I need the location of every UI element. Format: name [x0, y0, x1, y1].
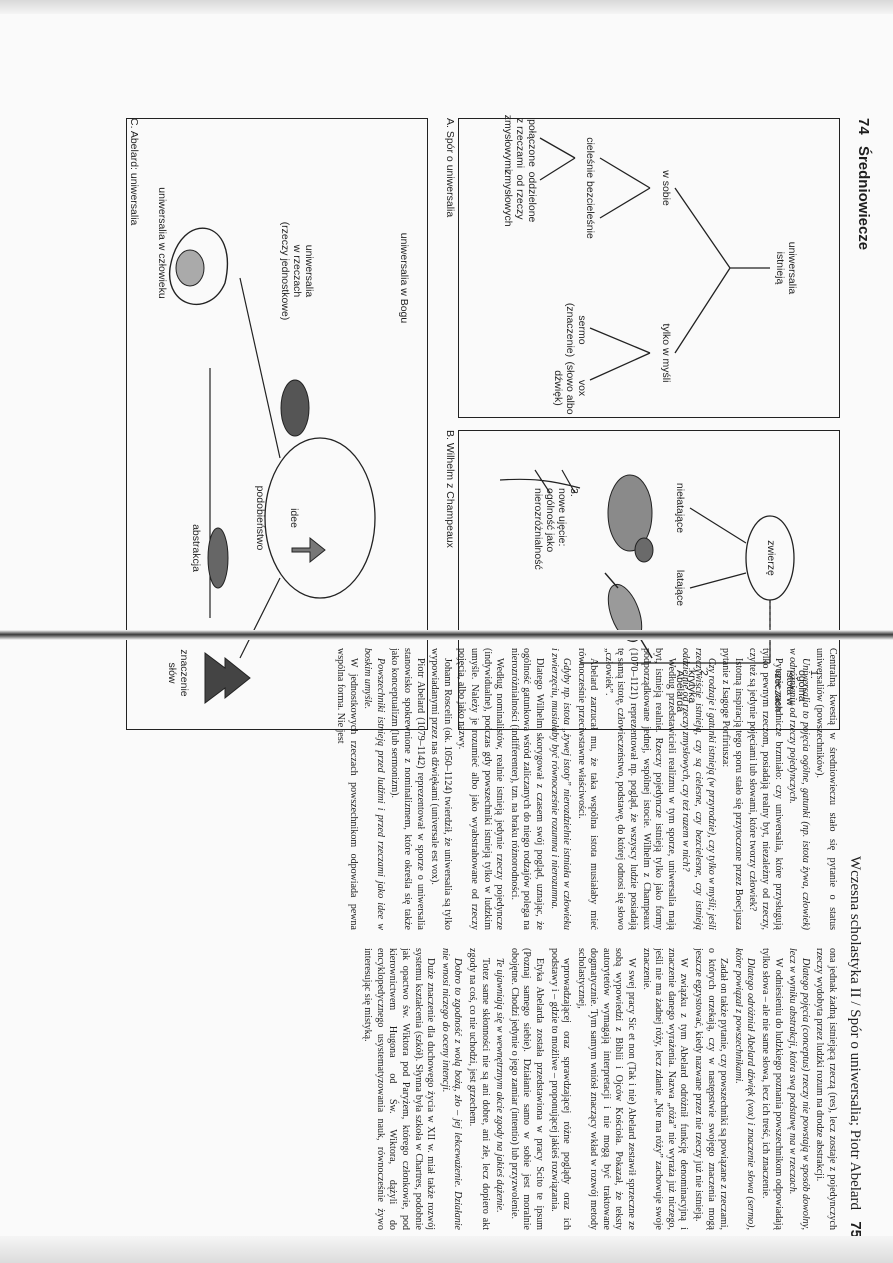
diagram-c-god: uniwersalia w Bogu: [398, 232, 410, 324]
diagram-c-ideas: idee: [288, 508, 300, 528]
scan-edge-bottom: [0, 1236, 893, 1263]
paragraph: Dlatego Wilhelm skorygował z czasem swój…: [508, 648, 545, 930]
paragraph: W związku z tym Abelard odróżnił funkcję…: [640, 948, 690, 1230]
diagram-c-similarity: podobieństwo: [254, 485, 266, 551]
paragraph: Abelard zarzucał mu, że taka wspólna ist…: [575, 648, 600, 930]
paragraph: Dlatego pojęcia (conceptus) rzeczy nie p…: [787, 948, 811, 1230]
page-74: 74 Średniowiecze A. Spór o uniwersalia u…: [120, 115, 880, 730]
paragraph: Te ujawniają się w wewnętrznym akcie zgo…: [494, 958, 506, 1213]
diagram-c-things: uniwersalia w rzeczach (rzeczy jednostko…: [278, 221, 315, 321]
paragraph: Istotną inspiracją tego sporu stało się …: [720, 648, 744, 930]
paragraph: W odniesieniu do ludzkiego poznania pows…: [760, 948, 784, 1230]
page-header-right: Wczesna scholastyka II / Spór o uniwersa…: [846, 648, 864, 1238]
paragraph: ona jednak żadną istniejącą rzeczą (res)…: [814, 948, 838, 1230]
paragraph: Centralną kwestią w średniowieczu stało …: [814, 648, 838, 930]
paragraph: Johann Roscelin (ok. 1050–1124) twierdzi…: [429, 648, 453, 930]
paragraph: wprowadzającej oraz sprawdzającej różne …: [548, 948, 573, 1230]
paragraph: Czy rodzaje i gatunki istnieją (w przyro…: [680, 648, 717, 930]
text-column-2: ona jednak żadną istniejącą rzeczą (res)…: [118, 948, 838, 1230]
paragraph: Dobro to zgodność z wolą bożą, zło – jej…: [439, 948, 464, 1230]
paragraph: Według nominalistów, realnie istnieją je…: [456, 648, 506, 930]
paragraph: Gdyby np. istota „żywej istoty” nierozdz…: [548, 648, 573, 930]
paragraph: Dlatego odróżniał Abelard dźwięk (vox) i…: [732, 948, 757, 1230]
scan-edge-top: [0, 0, 893, 14]
paragraph: Zadał on także pytanie, czy powszechniki…: [693, 948, 730, 1230]
paragraph: Uniwersalia to pojęcia ogólne, gatunki (…: [787, 648, 811, 930]
page-75: Wczesna scholastyka II / Spór o uniwersa…: [112, 648, 872, 1238]
paragraph: Powszechniki istnieją przed ludźmi i prz…: [362, 648, 386, 930]
paragraph: Etyka Abelarda została przedstawiona w p…: [508, 948, 545, 1230]
paragraph: Według przedstawicieli realizmu w tym sp…: [602, 648, 677, 930]
page-fold: [0, 630, 893, 640]
diagram-a-lines: [539, 137, 770, 381]
diagram-b-lines: [499, 469, 795, 664]
running-head: Wczesna scholastyka II / Spór o uniwersa…: [847, 855, 863, 1211]
paragraph: Pytanie zasadnicze brzmiało: czy uniwers…: [747, 648, 784, 930]
diagram-c-lines: [169, 227, 376, 704]
paragraph: Totez same skłonności nie są ani dobre, …: [466, 948, 491, 1230]
diagram-c-abstraction: abstrakcja: [190, 524, 202, 572]
paragraph: Duże znaczenie dla duchowego życia w XII…: [362, 948, 437, 1230]
diagram-c-human: uniwersalia w człowieku: [156, 187, 168, 299]
text-column-1: Centralną kwestią w średniowieczu stało …: [118, 648, 838, 930]
paragraph: Piotr Abelard (1079–1142) reprezentował …: [389, 648, 426, 930]
paragraph: W swej pracy Sic et non (Tak i nie) Abel…: [575, 948, 638, 1230]
paragraph: W jednostkowych rzeczach powszechnikom o…: [335, 648, 359, 930]
